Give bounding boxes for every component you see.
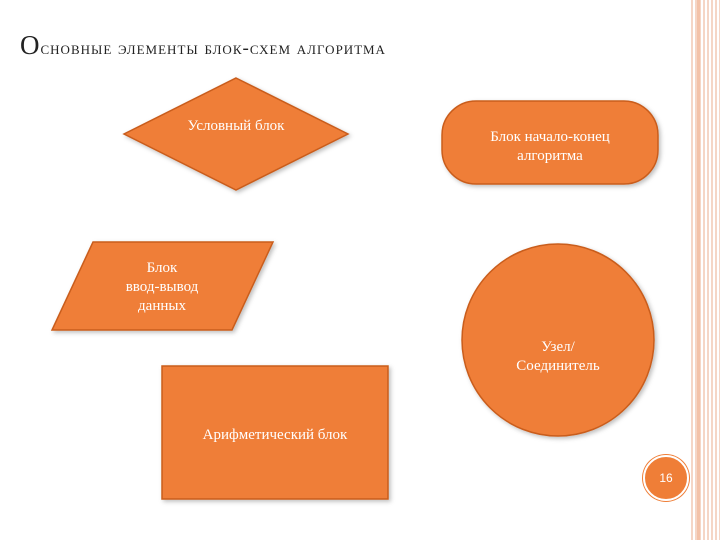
start-end-block-label: Блок начало-конец алгоритма <box>490 129 610 164</box>
arithmetic-block-label: Арифметический блок <box>202 427 348 443</box>
arithmetic-block-rect <box>161 365 389 500</box>
io-block-parallelogram <box>50 241 275 331</box>
slide-title: Основные элементы блок-схем алгоритма <box>20 30 386 60</box>
slide-decor-stripe <box>691 0 720 540</box>
start-end-block-terminator <box>441 100 659 185</box>
conditional-block-label: Условный блок <box>187 118 285 134</box>
io-block-label: Блок ввод-вывод данных <box>125 260 199 314</box>
flowchart-shapes <box>50 77 659 500</box>
conditional-block-diamond <box>122 77 350 191</box>
connector-block-circle <box>461 243 655 437</box>
page-number-badge: 16 <box>643 455 689 501</box>
connector-block-label: Узел/ Соединитель <box>516 339 600 374</box>
